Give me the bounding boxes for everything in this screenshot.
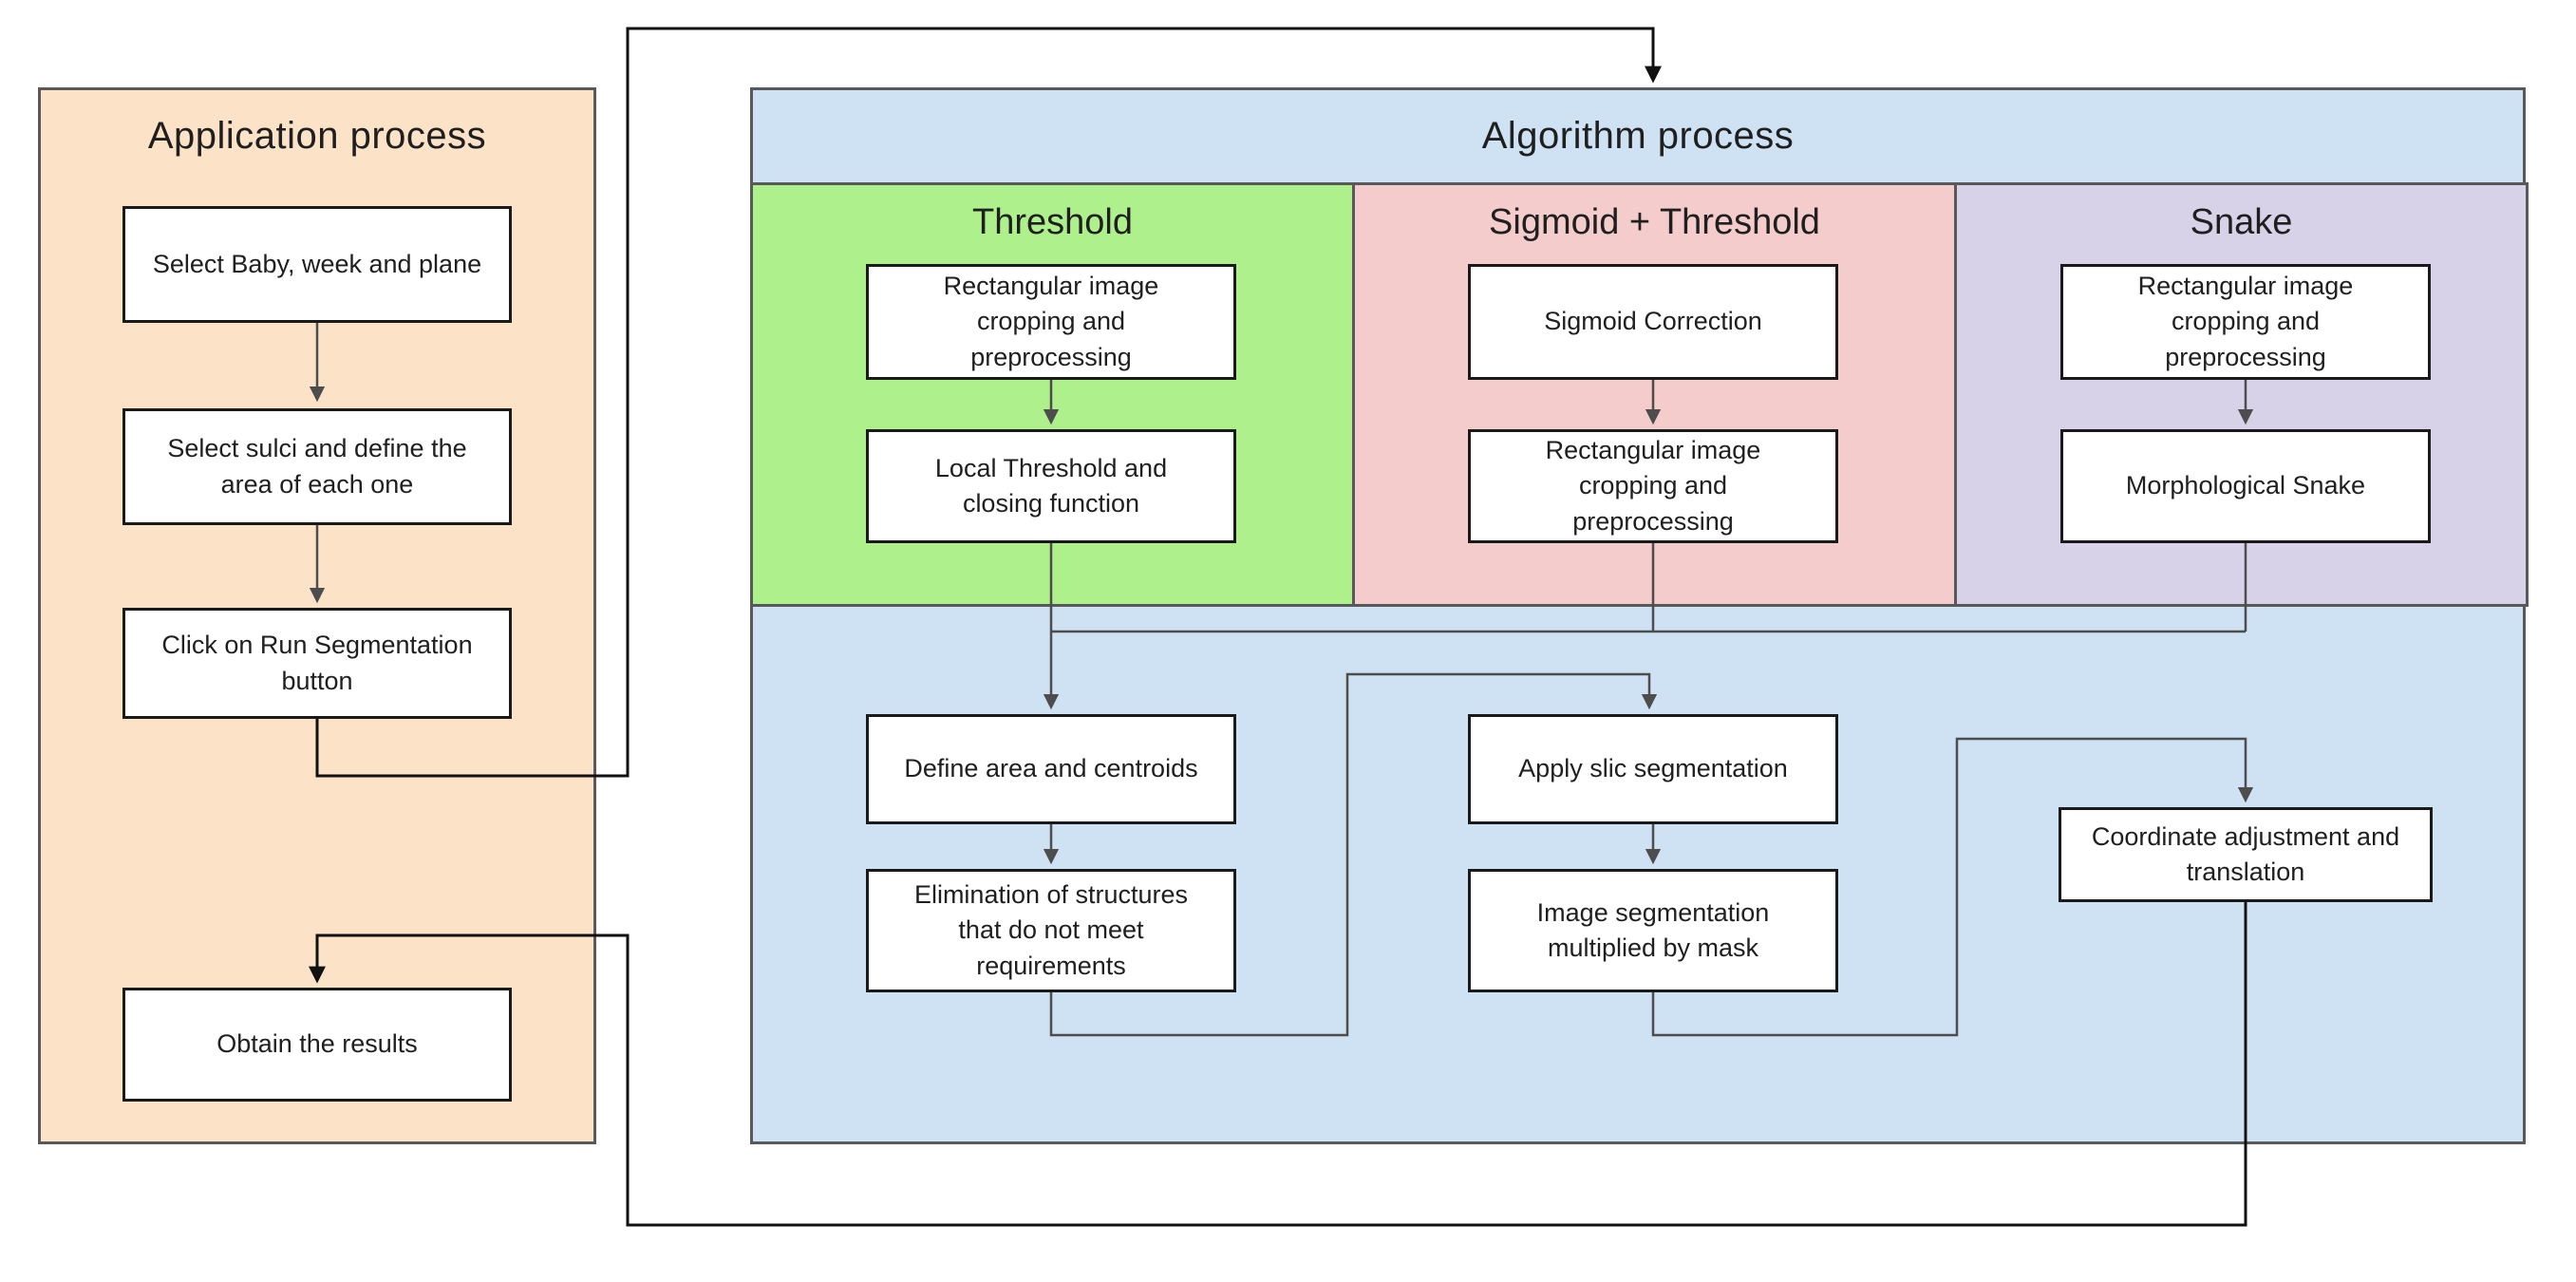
node-define-area: Define area and centroids (866, 714, 1236, 824)
node-click-run: Click on Run Segmentation button (122, 608, 512, 719)
node-eliminate-structures: Elimination of structures that do not me… (866, 869, 1236, 992)
node-apply-slic: Apply slic segmentation (1468, 714, 1838, 824)
node-snake-cropping: Rectangular image cropping and preproces… (2060, 264, 2431, 380)
section-threshold-title: Threshold (972, 202, 1133, 242)
section-sigmoid-threshold-title: Sigmoid + Threshold (1489, 202, 1820, 242)
node-mask-multiply: Image segmentation multiplied by mask (1468, 869, 1838, 992)
node-select-baby: Select Baby, week and plane (122, 206, 512, 323)
node-local-threshold: Local Threshold and closing function (866, 429, 1236, 543)
node-sigmoid-correction: Sigmoid Correction (1468, 264, 1838, 380)
node-select-sulci: Select sulci and define the area of each… (122, 408, 512, 525)
node-threshold-cropping: Rectangular image cropping and preproces… (866, 264, 1236, 380)
section-snake-title: Snake (2190, 202, 2293, 242)
application-title: Application process (147, 115, 487, 157)
algorithm-title: Algorithm process (1481, 115, 1795, 157)
node-obtain-results: Obtain the results (122, 988, 512, 1102)
node-sigmoid-cropping: Rectangular image cropping and preproces… (1468, 429, 1838, 543)
node-morphological-snake: Morphological Snake (2060, 429, 2431, 543)
node-coordinate-adjustment: Coordinate adjustment and translation (2059, 807, 2433, 902)
